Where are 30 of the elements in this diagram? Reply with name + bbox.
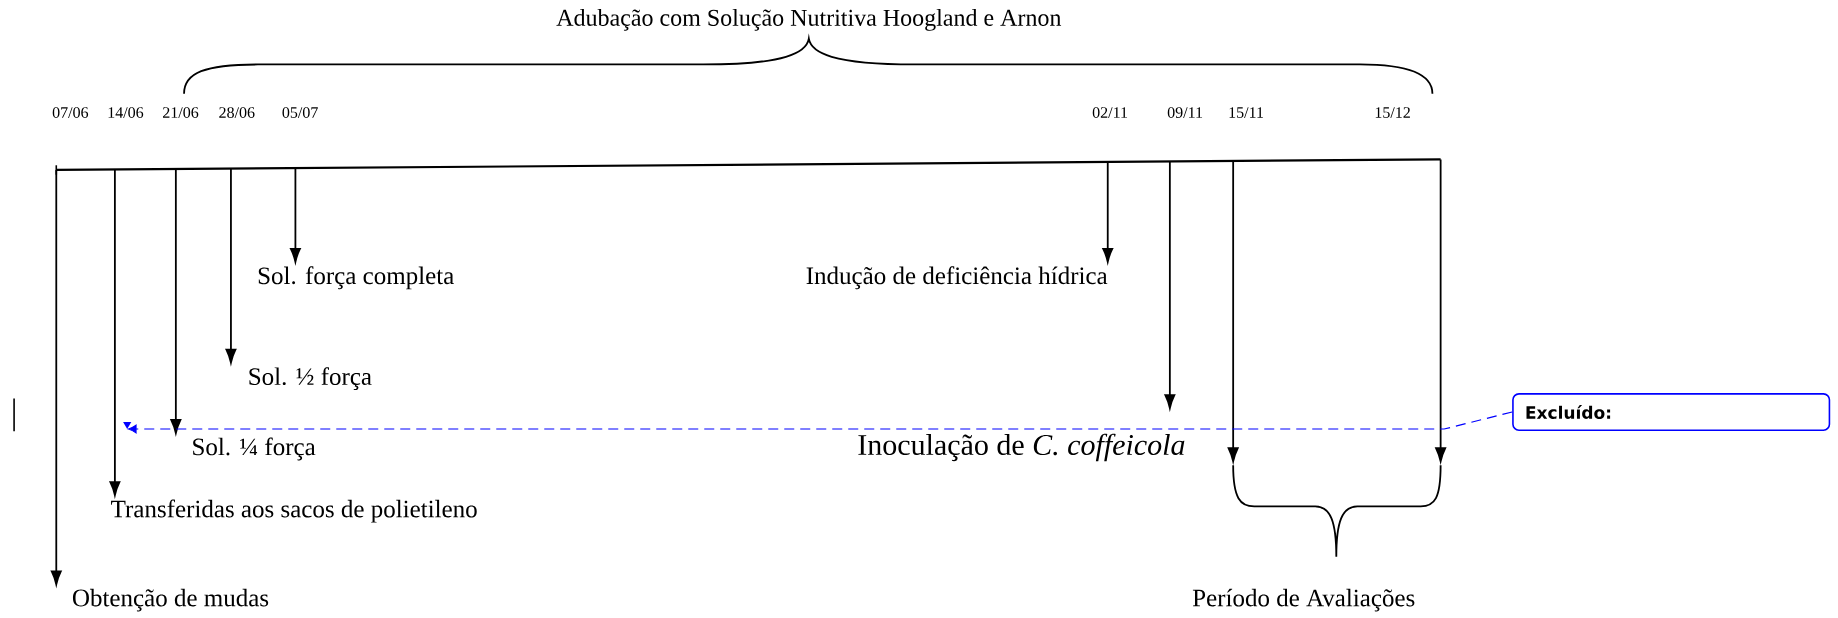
arrow	[1164, 160, 1176, 409]
date-label: 09/11	[1167, 107, 1203, 118]
date-label: 28/06	[219, 107, 255, 118]
arrow	[50, 169, 62, 586]
event-label: Sol. força completa	[258, 266, 454, 290]
event-label: Indução de deficiência hídrica	[806, 266, 1108, 290]
date-label: 07/06	[52, 107, 89, 118]
arrow	[1102, 161, 1114, 263]
event-label: Sol. ¼ força	[193, 437, 316, 461]
event-label: Sol. ½ força	[249, 367, 372, 391]
leader-line	[127, 411, 1513, 434]
arrow	[290, 167, 301, 263]
event-label: Transferidas aos sacos de polietileno	[111, 499, 477, 523]
date-label: 02/11	[1092, 107, 1128, 118]
date-label: 14/06	[108, 107, 144, 118]
arrow	[1435, 158, 1447, 463]
arrow	[1227, 160, 1239, 463]
date-label: 21/06	[163, 107, 199, 118]
arrow	[109, 168, 121, 496]
arrow	[225, 167, 237, 364]
curly-brace	[1232, 464, 1442, 558]
event-label: Inoculação de C. coffeicola	[858, 433, 1185, 462]
date-label: 05/07	[282, 107, 318, 118]
brace-label: Período de Avaliações	[1192, 588, 1415, 612]
date-label: 15/11	[1229, 107, 1263, 118]
comment-balloon: Excluído:	[1512, 393, 1831, 431]
brace-label: Adubação com Solução Nutritiva Hoogland e Arnon	[556, 9, 1062, 31]
arrow	[170, 168, 182, 434]
event-label: Obtenção de mudas	[72, 588, 269, 612]
date-label: 15/12	[1375, 107, 1410, 118]
